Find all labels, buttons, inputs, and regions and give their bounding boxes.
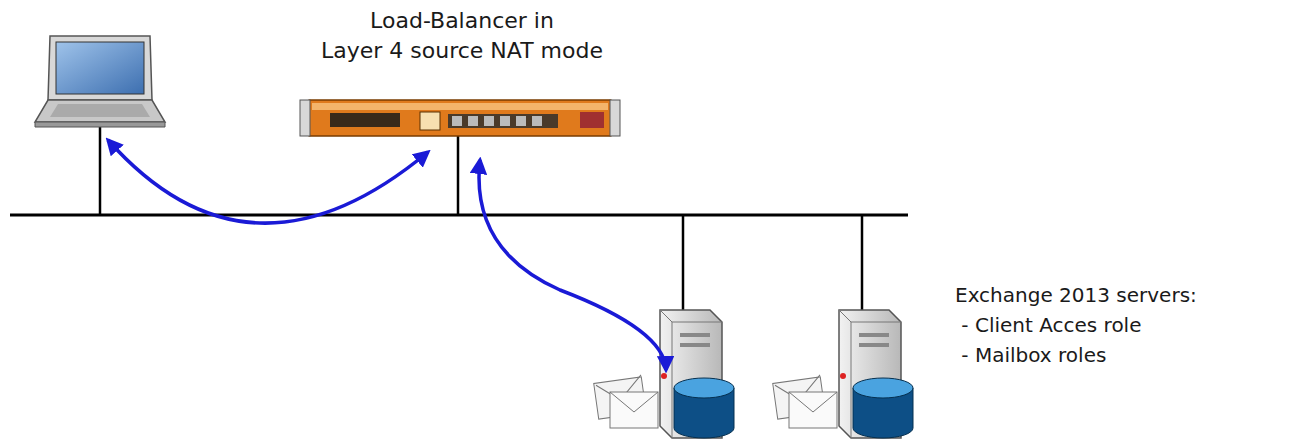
traffic-arrow — [108, 140, 428, 223]
traffic-arrow — [479, 160, 666, 370]
device-caption: Load-Balancer in — [370, 8, 554, 34]
drop-wire — [99, 127, 102, 215]
drop-wire — [457, 136, 460, 215]
drop-wire — [682, 215, 685, 315]
server-role: - Client Acces role — [955, 313, 1141, 337]
drop-wire — [861, 215, 864, 315]
server-role: - Mailbox roles — [955, 343, 1106, 367]
server-icon — [594, 310, 734, 438]
server-caption: Exchange 2013 servers: — [955, 283, 1197, 307]
load-balancer-appliance — [300, 100, 620, 136]
server-icon — [773, 310, 913, 438]
laptop-icon — [35, 36, 165, 127]
device-caption: Layer 4 source NAT mode — [321, 38, 603, 64]
